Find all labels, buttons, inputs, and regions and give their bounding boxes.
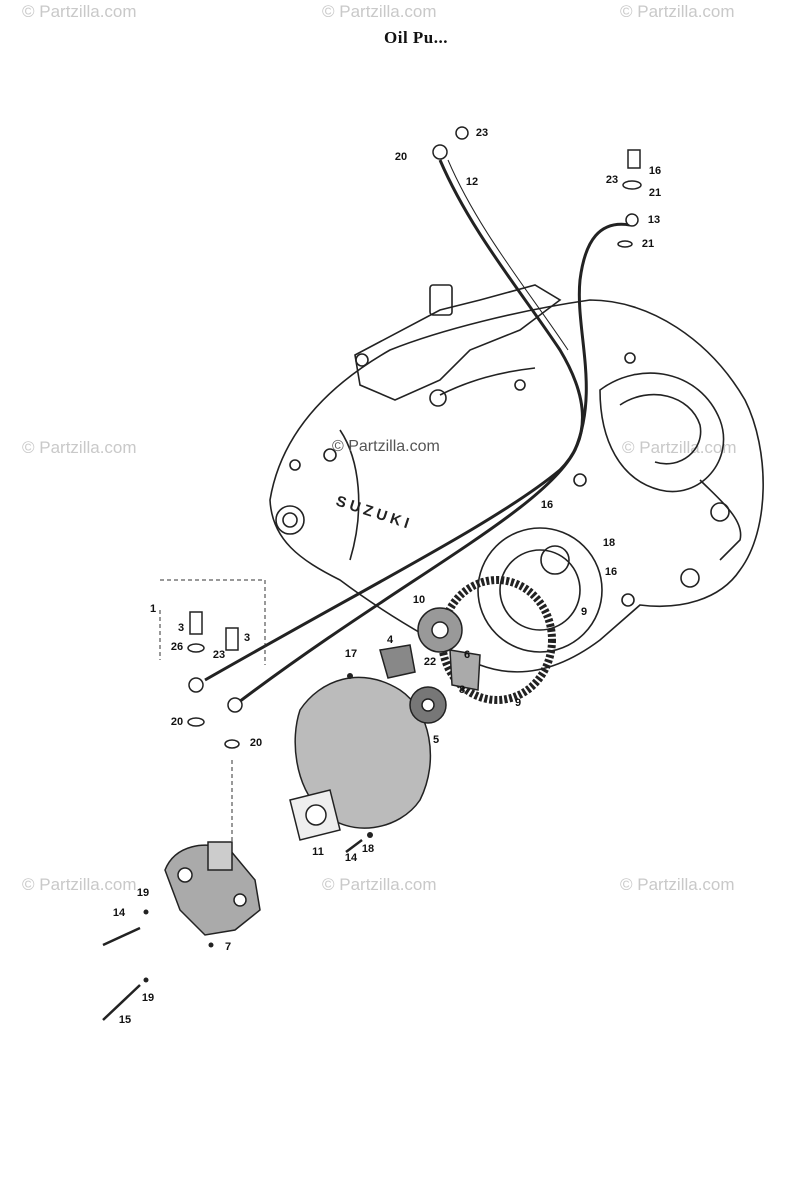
watermark: © Partzilla.com — [22, 438, 137, 457]
watermark: © Partzilla.com — [22, 875, 137, 894]
watermark: © Partzilla.com — [322, 875, 437, 894]
oil-lines — [204, 159, 631, 707]
callout: 11 — [312, 846, 324, 858]
callout: 6 — [463, 649, 471, 661]
oil-pump-body — [164, 841, 261, 936]
banjo-fittings — [187, 126, 642, 749]
callout: 15 — [118, 1014, 132, 1026]
callout: 3 — [177, 622, 185, 634]
callout: 22 — [423, 656, 437, 668]
crankcase — [269, 284, 764, 673]
callout: 13 — [647, 214, 661, 226]
page-title: Oil Pu... — [384, 28, 449, 47]
callout: 17 — [344, 648, 358, 660]
callout: 7 — [224, 941, 232, 953]
callout: 4 — [386, 634, 394, 646]
watermark: © Partzilla.com — [22, 2, 137, 21]
pump-cover — [289, 676, 432, 841]
callout: 23 — [475, 127, 489, 139]
callout: 8 — [458, 684, 466, 696]
center-watermark: © Partzilla.com — [332, 438, 440, 455]
callout: 20 — [394, 151, 408, 163]
callout: 3 — [243, 632, 251, 644]
screws — [102, 839, 363, 1021]
watermark: © Partzilla.com — [620, 875, 735, 894]
assembly-bracket — [159, 579, 266, 860]
callout: 18 — [361, 843, 375, 855]
gears — [379, 576, 556, 724]
callout: 16 — [540, 499, 554, 511]
callout: 20 — [170, 716, 184, 728]
watermark: © Partzilla.com — [322, 2, 437, 21]
callout: 19 — [141, 992, 155, 1004]
callout: 16 — [604, 566, 618, 578]
callout: 10 — [412, 594, 426, 606]
callout: 1 — [149, 603, 157, 615]
callout: 9 — [580, 606, 588, 618]
callout: 5 — [432, 734, 440, 746]
callout: 19 — [136, 887, 150, 899]
callout: 12 — [465, 176, 479, 188]
callout: 9 — [514, 697, 522, 709]
watermark: © Partzilla.com — [622, 438, 737, 457]
callout: 18 — [602, 537, 616, 549]
crankcase-brand-text: SUZUKI — [334, 493, 415, 534]
callout: 23 — [605, 174, 619, 186]
callout: 23 — [212, 649, 226, 661]
callout: 14 — [344, 852, 358, 864]
watermark: © Partzilla.com — [620, 2, 735, 21]
callout: 16 — [648, 165, 662, 177]
callout: 26 — [170, 641, 184, 653]
callout: 21 — [641, 238, 655, 250]
callout: 20 — [249, 737, 263, 749]
callout: 21 — [648, 187, 662, 199]
callout: 14 — [112, 907, 126, 919]
